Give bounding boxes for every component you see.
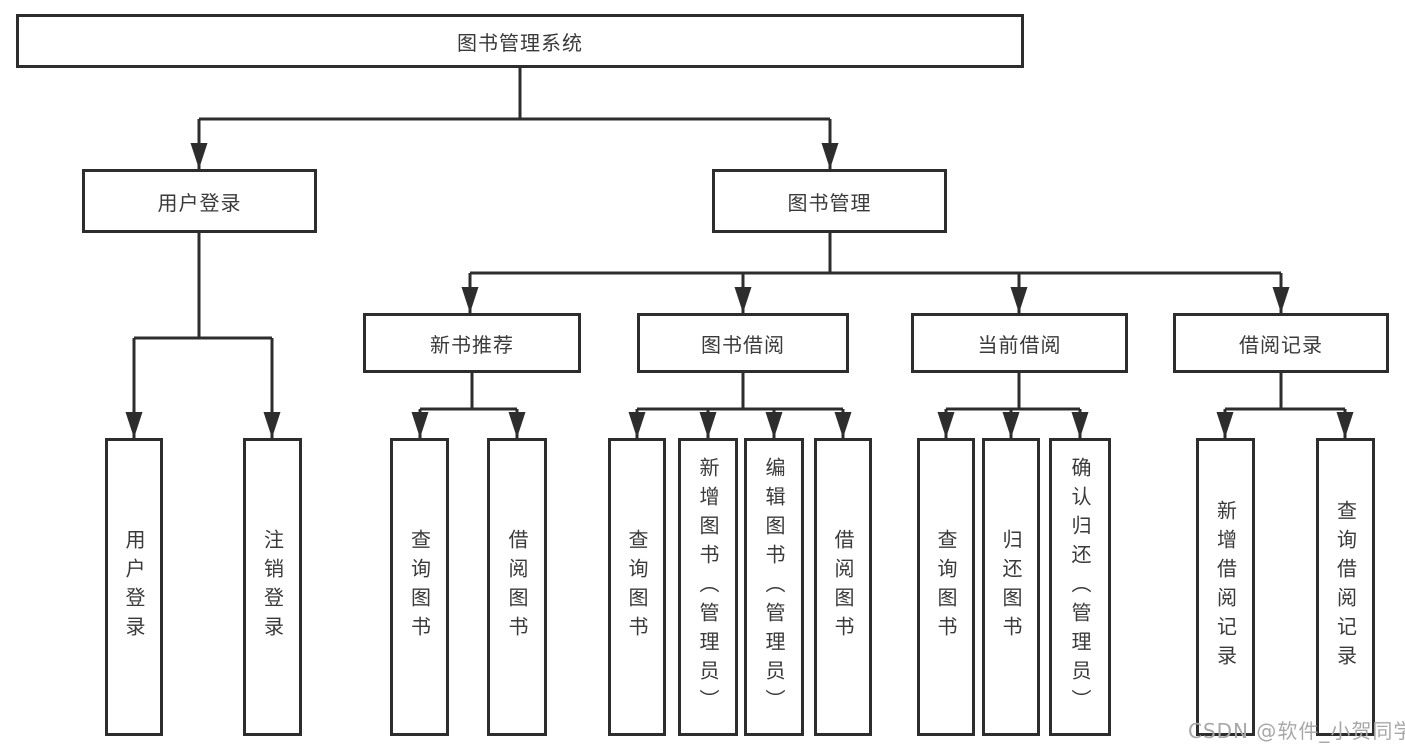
node-label: 借阅图书 [505,529,529,645]
node-label: 查询图书 [625,529,649,645]
watermark: CSDN @软件_小贺同学 [1188,719,1405,743]
node-query-books-borrowing: 查询图书 [608,438,666,736]
node-label: 借阅记录 [1239,332,1323,357]
node-label: 当前借阅 [977,332,1062,357]
node-label: 查询图书 [934,529,958,645]
node-borrow-books-borrowing: 借阅图书 [814,438,872,736]
node-label: 图书借阅 [701,332,785,357]
node-query-books-current: 查询图书 [917,438,975,736]
node-add-books-admin: 新增图书（管理员） [678,438,738,736]
node-label: 归还图书 [999,529,1023,645]
arrowheads [125,143,1354,438]
node-book-management: 图书管理 [712,169,947,233]
node-label: 用户登录 [157,190,242,215]
node-query-books-recommend: 查询图书 [390,438,449,736]
elbow-connectors [132,68,1347,438]
node-label: 编辑图书（管理员） [762,456,786,718]
node-logout: 注销登录 [243,438,302,736]
node-new-book-recommend: 新书推荐 [363,313,581,373]
node-label: 查询借阅记录 [1333,500,1358,674]
node-label: 确认归还（管理员） [1068,456,1092,718]
node-book-borrowing: 图书借阅 [637,313,849,373]
node-query-borrow-record: 查询借阅记录 [1316,438,1375,736]
node-user-login: 用户登录 [105,438,163,736]
node-label: 图书管理 [787,190,872,215]
node-root: 图书管理系统 [16,14,1024,68]
node-current-borrowing: 当前借阅 [911,313,1128,373]
node-edit-books-admin: 编辑图书（管理员） [744,438,804,736]
node-label: 图书管理系统 [457,30,583,55]
node-user-login-group: 用户登录 [82,169,317,233]
node-return-books: 归还图书 [982,438,1040,736]
node-borrow-books-recommend: 借阅图书 [487,438,547,736]
node-label: 新增借阅记录 [1213,500,1238,674]
node-label: 用户登录 [122,529,146,645]
node-label: 注销登录 [260,529,285,645]
node-add-borrow-record: 新增借阅记录 [1196,438,1255,736]
node-confirm-return-admin: 确认归还（管理员） [1049,438,1111,736]
node-label: 查询图书 [407,529,432,645]
node-label: 新书推荐 [430,332,514,357]
node-borrowing-records: 借阅记录 [1173,313,1389,373]
node-label: 借阅图书 [831,529,855,645]
node-label: 新增图书（管理员） [696,456,720,718]
